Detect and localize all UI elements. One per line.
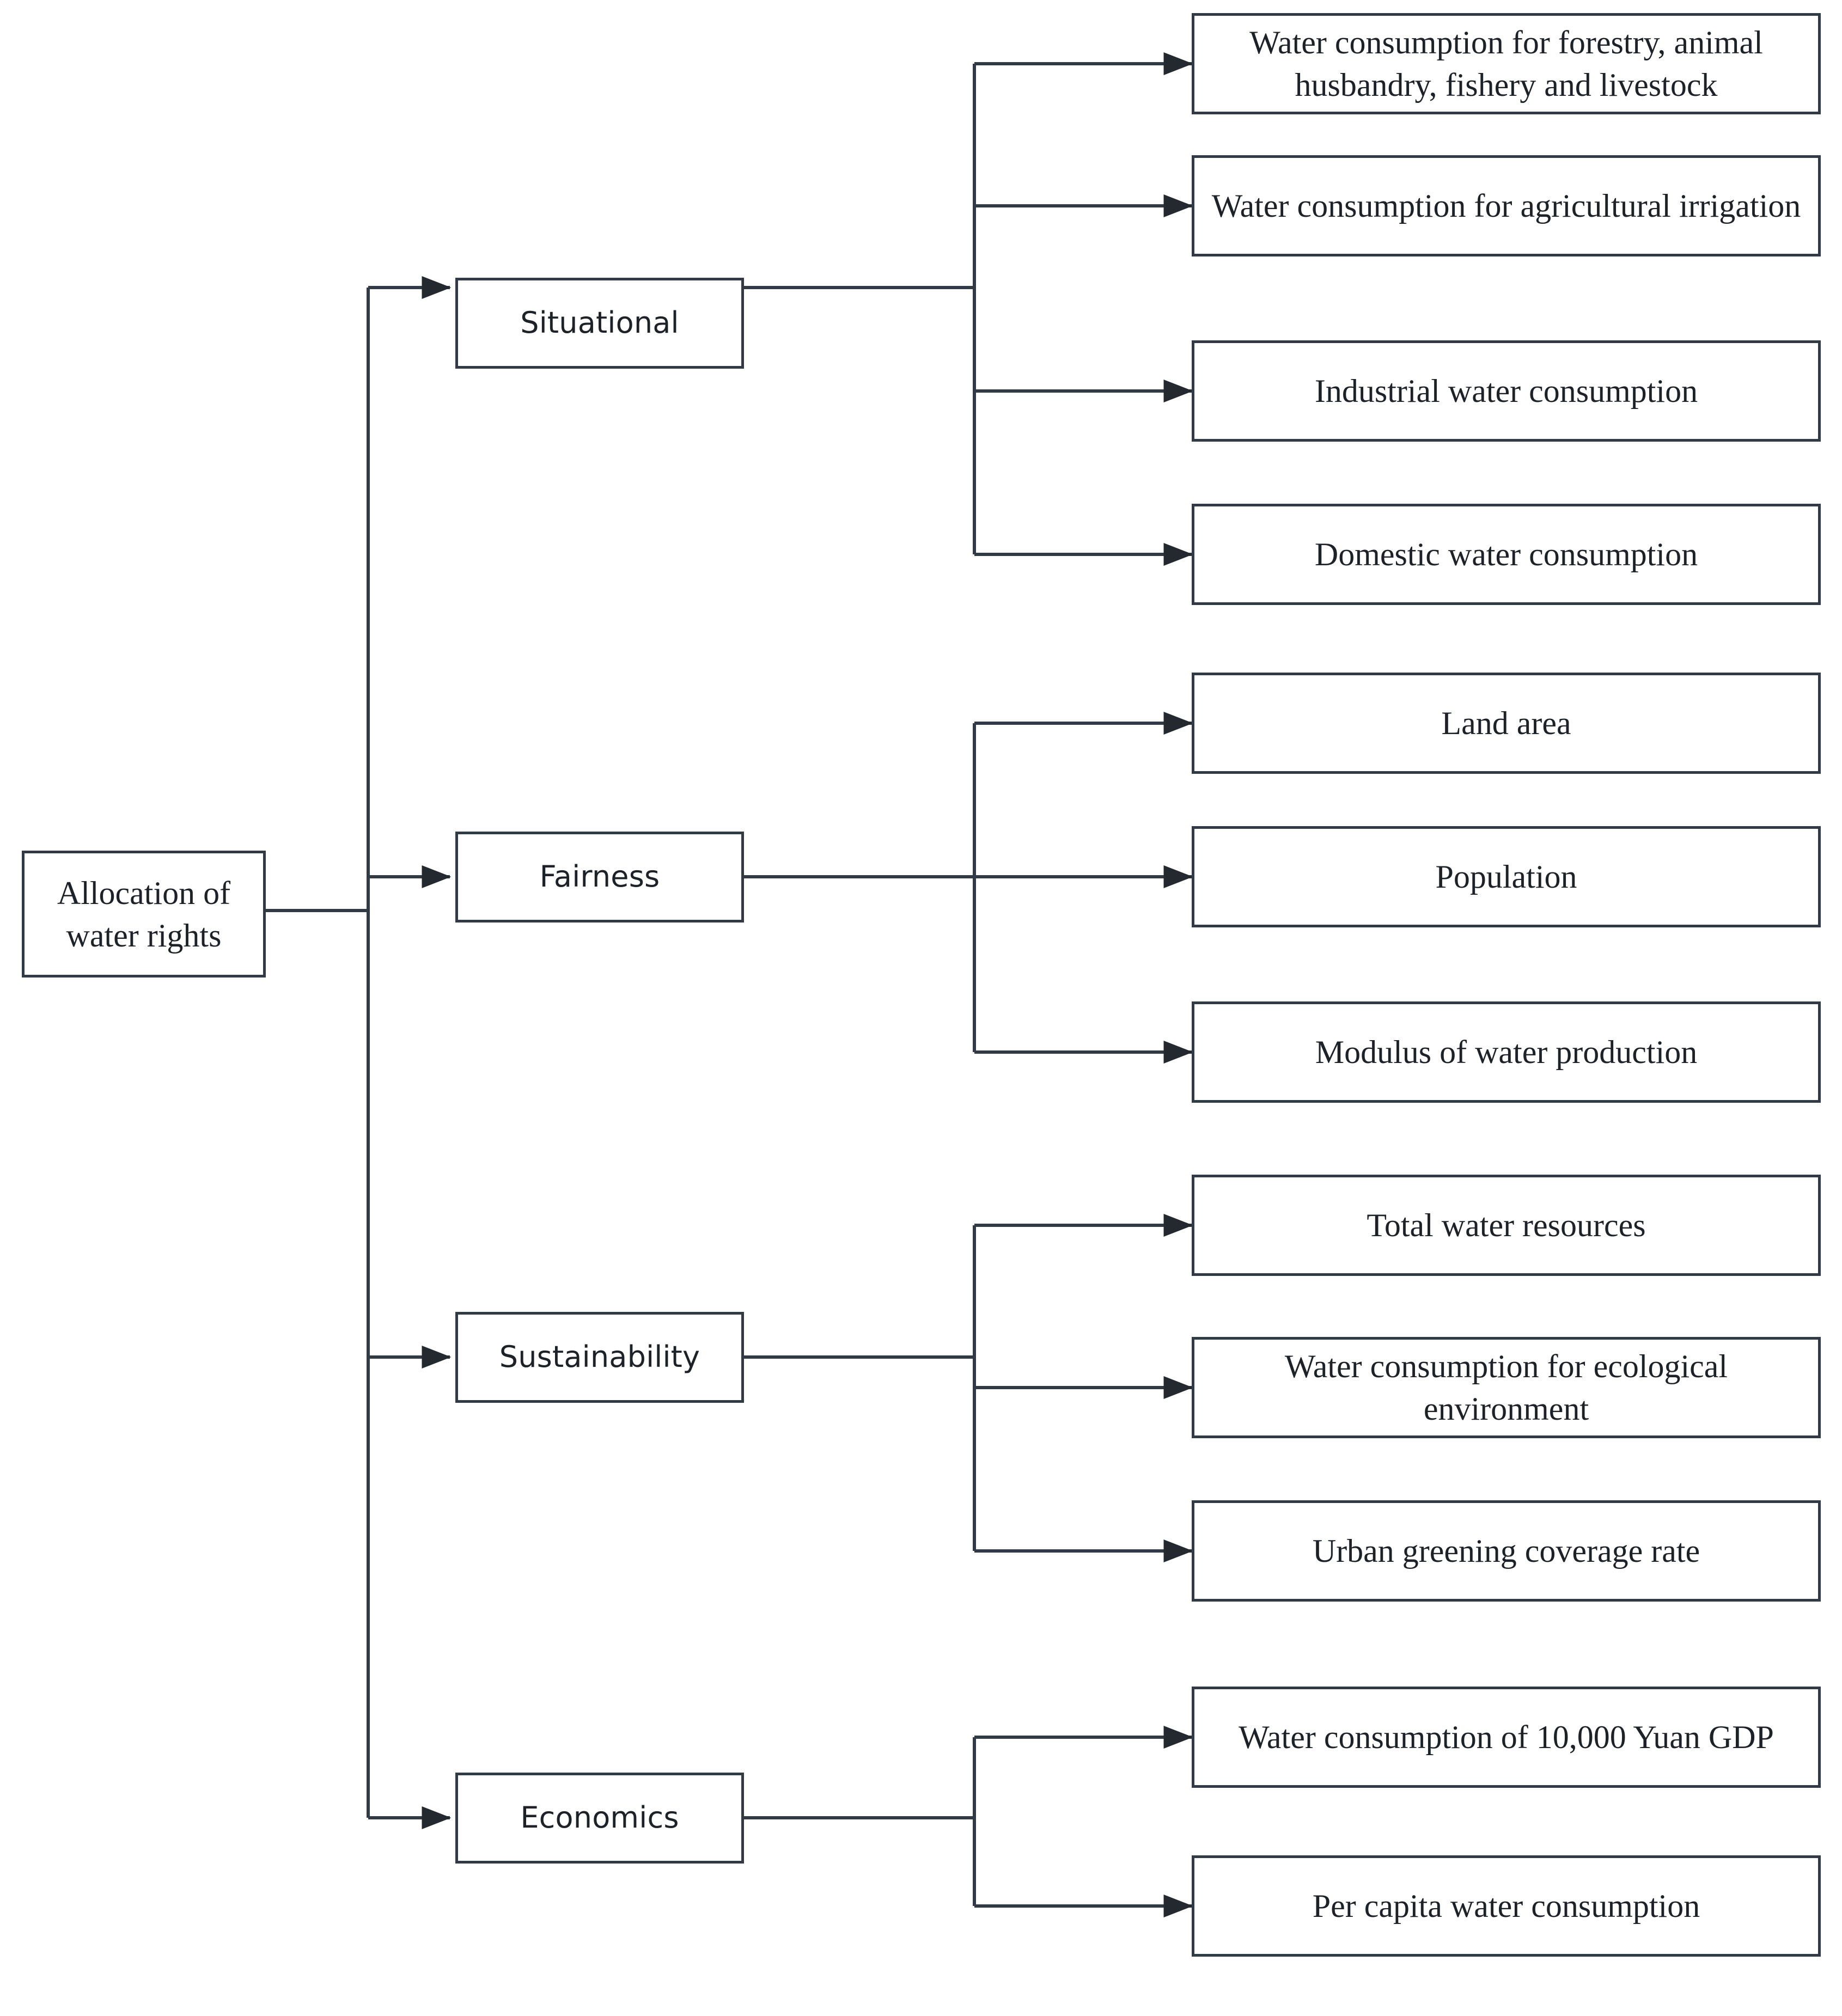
node-branch-fairness-label: Fairness [539,859,660,894]
node-leaf-water-consumption-forestry[interactable]: Water consumption for forestry, animal h… [1192,13,1821,114]
node-leaf-water-consumption-10000-yuan-gdp[interactable]: Water consumption of 10,000 Yuan GDP [1192,1687,1821,1788]
node-branch-sustainability-label: Sustainability [499,1340,700,1374]
node-branch-fairness[interactable]: Fairness [455,832,744,923]
node-branch-sustainability[interactable]: Sustainability [455,1312,744,1403]
node-leaf-per-capita-water-consumption[interactable]: Per capita water consumption [1192,1855,1821,1957]
node-leaf-label: Industrial water consumption [1314,373,1698,409]
node-leaf-modulus-of-water-production[interactable]: Modulus of water production [1192,1001,1821,1103]
node-leaf-label: Per capita water consumption [1312,1888,1700,1924]
node-leaf-label: Urban greening coverage rate [1312,1533,1700,1569]
node-root-allocation-of-water-rights[interactable]: Allocation of water rights [22,851,266,978]
node-leaf-label: Water consumption for forestry, animal h… [1249,25,1763,103]
node-leaf-water-consumption-agricultural-irrigation[interactable]: Water consumption for agricultural irrig… [1192,155,1821,256]
node-branch-situational[interactable]: Situational [455,278,744,369]
node-branch-situational-label: Situational [520,306,679,340]
node-leaf-water-consumption-ecological-environment[interactable]: Water consumption for ecological environ… [1192,1337,1821,1438]
node-leaf-label: Population [1435,859,1577,895]
node-root-label: Allocation of water rights [57,875,231,954]
node-leaf-population[interactable]: Population [1192,826,1821,927]
node-leaf-label: Land area [1441,705,1571,741]
node-leaf-label: Total water resources [1367,1207,1646,1243]
node-leaf-total-water-resources[interactable]: Total water resources [1192,1175,1821,1276]
node-leaf-label: Water consumption for agricultural irrig… [1211,188,1801,224]
node-branch-economics[interactable]: Economics [455,1773,744,1864]
node-leaf-label: Domestic water consumption [1314,536,1698,572]
node-branch-economics-label: Economics [520,1800,679,1835]
node-leaf-label: Modulus of water production [1315,1034,1698,1070]
node-leaf-label: Water consumption for ecological environ… [1284,1348,1728,1427]
node-leaf-land-area[interactable]: Land area [1192,673,1821,774]
node-leaf-industrial-water-consumption[interactable]: Industrial water consumption [1192,340,1821,442]
node-leaf-domestic-water-consumption[interactable]: Domestic water consumption [1192,504,1821,605]
node-leaf-urban-greening-coverage-rate[interactable]: Urban greening coverage rate [1192,1500,1821,1602]
node-leaf-label: Water consumption of 10,000 Yuan GDP [1239,1719,1774,1755]
